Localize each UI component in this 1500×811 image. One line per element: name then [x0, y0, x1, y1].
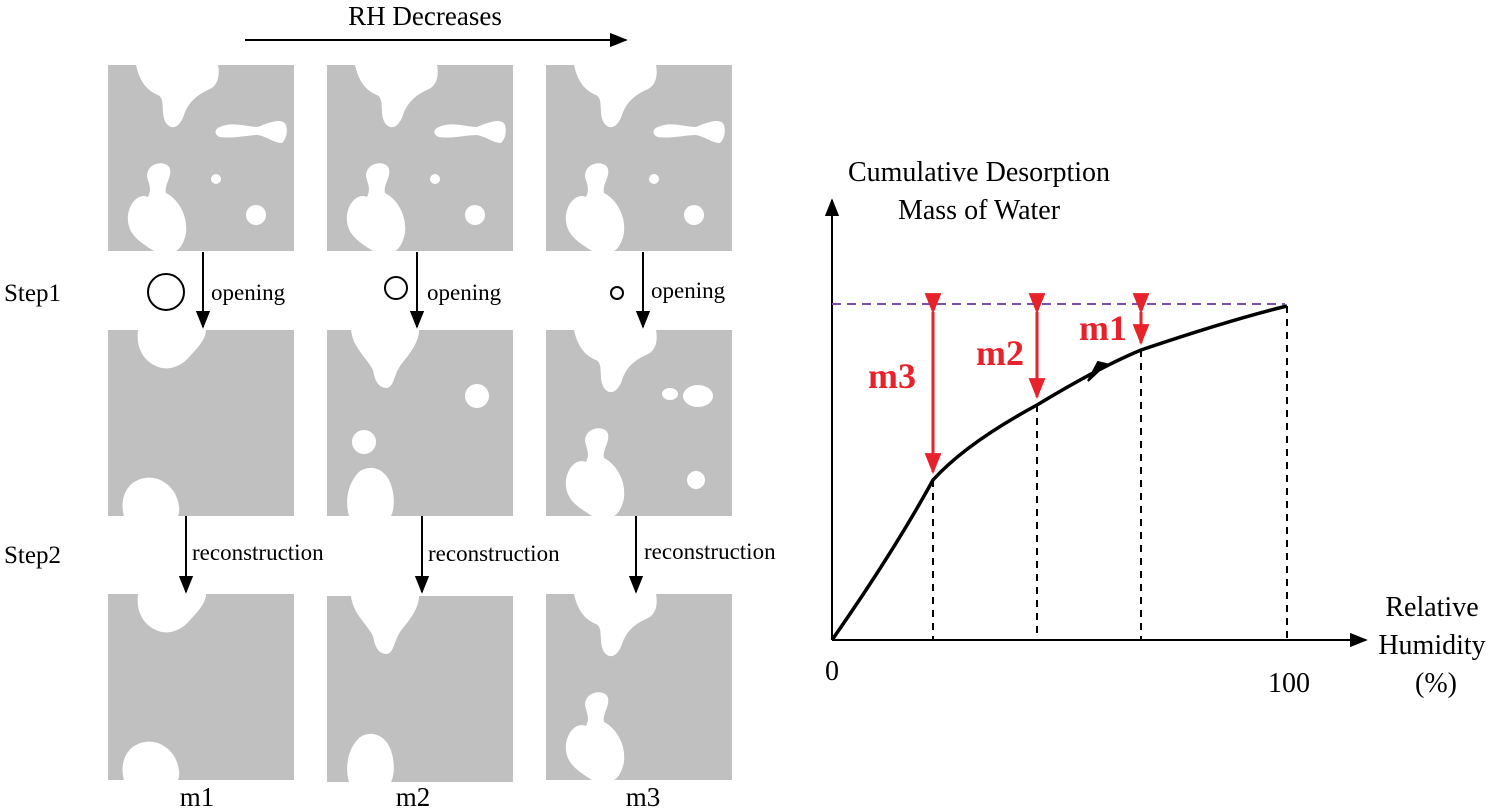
m3-mass-label: m3: [868, 356, 916, 396]
structuring-element-medium-icon: [384, 276, 408, 300]
opening-label-2: opening: [427, 280, 502, 305]
step1-label: Step1: [4, 280, 61, 307]
opening-label-1: opening: [211, 280, 286, 305]
structuring-element-large-icon: [147, 273, 185, 311]
y-axis-label-line1: Cumulative Desorption: [848, 157, 1110, 188]
step2-label: Step2: [4, 542, 61, 569]
y-axis-label-line2: Mass of Water: [898, 195, 1061, 226]
structuring-element-small-icon: [610, 286, 624, 300]
panel-row2-col3: [546, 330, 732, 516]
origin-label: 0: [825, 656, 839, 687]
panel-row1-col2: [327, 65, 513, 251]
rh-decreases-title: RH Decreases: [348, 1, 502, 31]
desorption-curve: [830, 304, 1288, 642]
panel-row2-col2: [327, 330, 513, 516]
m1-mass-label: m1: [1079, 308, 1127, 348]
x-axis-label-line3: (%): [1415, 668, 1457, 699]
panel-row1-col1: [108, 65, 294, 251]
panel-row3-col2: [327, 596, 513, 782]
column-label-m3: m3: [626, 782, 661, 811]
panel-row3-col3: [546, 594, 732, 780]
column-label-m1: m1: [180, 782, 215, 811]
panel-row2-col1: [108, 330, 294, 516]
x-axis-label-line2: Humidity: [1378, 630, 1485, 661]
column-label-m2: m2: [396, 782, 431, 811]
reconstruction-label-3: reconstruction: [644, 539, 776, 564]
opening-label-3: opening: [651, 278, 726, 303]
panel-row3-col1: [108, 594, 294, 780]
reconstruction-label-1: reconstruction: [192, 540, 324, 565]
max-rh-label: 100: [1268, 668, 1310, 699]
curve-direction-arrow: [1087, 360, 1109, 382]
panel-row1-col3: [546, 65, 732, 251]
m2-mass-label: m2: [976, 333, 1024, 373]
reconstruction-label-2: reconstruction: [428, 541, 560, 566]
x-axis-label-line1: Relative: [1385, 592, 1478, 623]
